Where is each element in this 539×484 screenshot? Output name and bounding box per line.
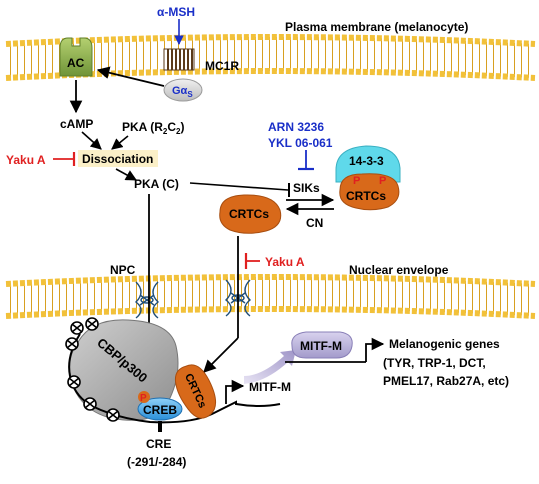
arn-3236-label: ARN 3236 (268, 120, 324, 134)
melanogenic-gene-arrow (365, 337, 385, 362)
mitf-m-gene-arrow (225, 379, 245, 404)
creb-label: CREB (143, 403, 177, 417)
creb-protein-icon (137, 397, 183, 421)
crtcs-nuclear-icon (174, 364, 217, 419)
gas-to-ac-arrow (96, 66, 165, 87)
gas-label: GαS (172, 85, 193, 99)
siks-label: SIKs (293, 181, 320, 195)
ac-enzyme-icon (59, 37, 93, 77)
cn-label: CN (306, 216, 323, 230)
melanogenic-genes-list-2: PMEL17, Rab27A, etc) (383, 374, 509, 388)
p-left-label: P (353, 175, 360, 187)
dissociation-to-pkac-arrow (115, 168, 137, 181)
plasma-membrane-label: Plasma membrane (melanocyte) (285, 20, 468, 34)
ykl-06-061-label: YKL 06-061 (268, 136, 333, 150)
ac-label: AC (67, 56, 85, 70)
pka-r2c2-label: PKA (R2C2) (122, 120, 184, 136)
dissociation-box (78, 150, 158, 167)
crtcs-complex-icon (339, 173, 400, 211)
alpha-msh-label: α-MSH (157, 5, 195, 19)
nuclear-envelope (5, 274, 536, 319)
yaku-a-label-2: Yaku A (265, 255, 305, 269)
protein-14-3-3-label: 14-3-3 (349, 154, 384, 168)
camp-label: cAMP (60, 117, 93, 131)
creb-p-label: P (140, 393, 147, 404)
dissociation-label: Dissociation (82, 152, 153, 166)
protein-14-3-3-icon (335, 145, 401, 183)
crtcs-cytoplasm-icon (219, 194, 282, 234)
pkac-to-siks-inhibit-line (189, 182, 289, 191)
npc-pore-icon (134, 281, 160, 319)
crtcs-nuclear-import-arrow (203, 337, 239, 373)
melanogenic-genes-label: Melanogenic genes (389, 337, 500, 351)
mitf-m-protein-icon (291, 331, 353, 359)
creb-phospho-icon (138, 391, 150, 403)
gas-protein-icon (163, 78, 203, 102)
nucleosome-icons (65, 317, 120, 422)
pka-c-label: PKA (C) (134, 177, 179, 191)
crtcs-cytoplasm-label: CRTCs (229, 207, 269, 221)
mc1r-receptor-icon (163, 48, 195, 71)
mitf-m-protein-label: MITF-M (300, 339, 342, 353)
melanogenic-genes-list-1: (TYR, TRP-1, DCT, (383, 356, 486, 370)
mitf-expression-arrow (244, 350, 296, 384)
pka-to-dissociation-arrow (111, 135, 129, 150)
dna-strand (68, 333, 281, 424)
mc1r-label: MC1R (205, 59, 239, 73)
camp-to-dissociation-arrow (81, 131, 102, 150)
p-right-label: P (379, 175, 386, 187)
nuclear-envelope-label: Nuclear envelope (349, 263, 449, 277)
crtcs-complex-label: CRTCs (346, 189, 386, 203)
npc-label: NPC (110, 263, 136, 277)
yaku-a-label-1: Yaku A (6, 153, 46, 167)
cre-label: CRE (146, 437, 171, 451)
cre-position-label: (-291/-284) (127, 455, 186, 469)
mitf-m-gene-label: MITF-M (249, 380, 291, 394)
